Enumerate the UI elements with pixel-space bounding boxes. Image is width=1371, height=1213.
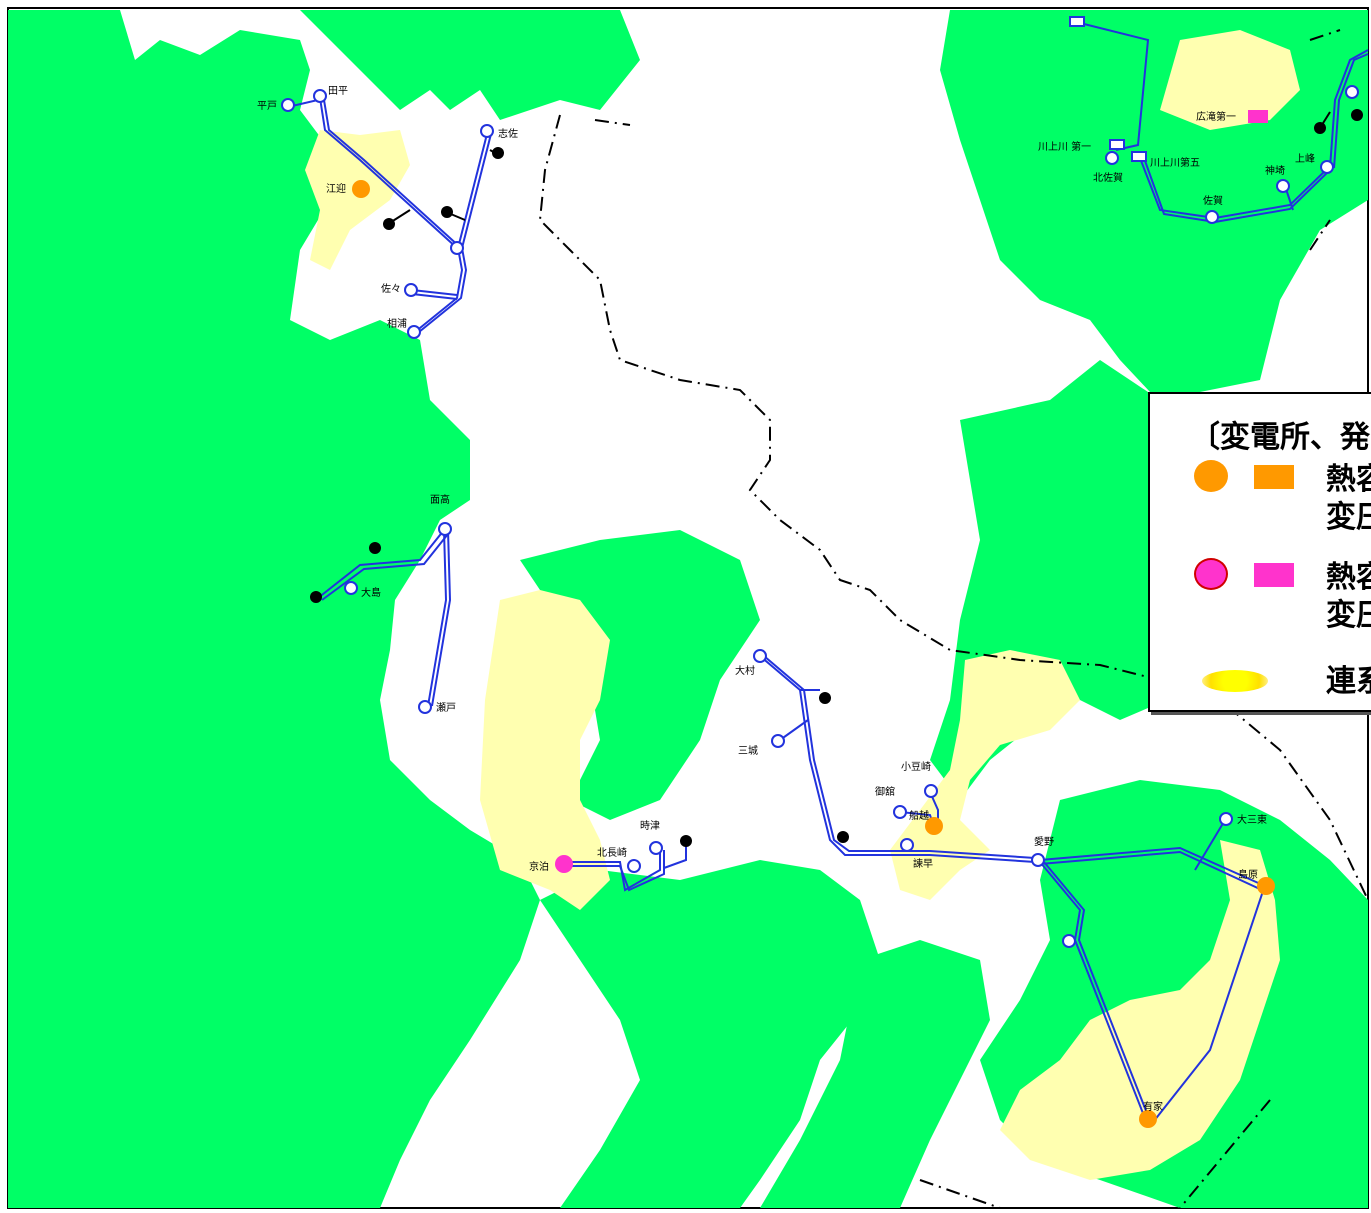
- substation-emukae: [352, 180, 370, 198]
- label-shozuzaki: 小豆崎: [901, 760, 931, 773]
- substations: [281, 16, 1359, 948]
- legend-row2-line1: 熱容量: [1326, 560, 1371, 595]
- label-kitanagasaki: 北長崎: [597, 846, 627, 859]
- substation-aino: [1031, 853, 1045, 867]
- substation-tabira: [313, 89, 327, 103]
- substation-seto: [418, 700, 432, 714]
- orange-square-icon: [1254, 465, 1294, 489]
- substation-kitanagasaki: [627, 859, 641, 873]
- label-shimabara: 島原: [1238, 868, 1258, 881]
- label-kitasaga: 北佐賀: [1093, 172, 1123, 184]
- label-kyodomari: 京泊: [529, 860, 549, 873]
- substation-funakoshi: [925, 817, 943, 835]
- yellow-area-icon: [1202, 670, 1268, 692]
- label-omisaki: 大三東: [1237, 813, 1267, 826]
- label-omura: 大村: [735, 664, 755, 677]
- label-mitachi: 御舘: [875, 785, 895, 798]
- legend-row1-line2: 変圧器: [1326, 500, 1371, 535]
- label-sanjo: 三城: [738, 745, 758, 757]
- substation-sanjo: [771, 734, 785, 748]
- label-hirado: 平戸: [257, 100, 277, 112]
- substation-omura: [753, 649, 767, 663]
- substation-aino-south: [1062, 934, 1076, 948]
- label-togitsu: 時津: [640, 820, 660, 832]
- magenta-circle-icon: [1194, 558, 1228, 590]
- substation-shisa: [480, 124, 494, 138]
- label-ainoura: 相浦: [387, 317, 407, 330]
- label-aino: 愛野: [1034, 835, 1054, 848]
- substation-kanzaki: [1276, 179, 1290, 193]
- label-arie: 有家: [1143, 1100, 1163, 1113]
- substation-omisaki: [1219, 812, 1233, 826]
- magenta-square-icon: [1254, 563, 1294, 587]
- label-funakoshi: 船越: [909, 809, 929, 822]
- substation-kyodomari: [555, 855, 573, 873]
- label-saga: 佐賀: [1203, 195, 1223, 207]
- power-plants: [310, 109, 1363, 847]
- station-top: [1069, 16, 1085, 27]
- label-sasa: 佐々: [381, 283, 401, 295]
- substation-oshima: [344, 581, 358, 595]
- substation-shimabara: [1257, 877, 1275, 895]
- substation-togitsu: [649, 841, 663, 855]
- legend-row3: 連系線: [1326, 664, 1371, 699]
- highlight-areas: [305, 30, 1300, 1180]
- substation-isahaya: [900, 838, 914, 852]
- label-tabira: 田平: [328, 86, 348, 97]
- station-kawakami1: [1109, 139, 1125, 150]
- substation-mitachi: [893, 805, 907, 819]
- legend: 〔変電所、発電所 熱容量 変圧器 熱容量 変圧器 連系線: [1148, 392, 1371, 712]
- highlighted-substations: [352, 110, 1275, 1128]
- label-seto: 瀬戸: [436, 702, 456, 714]
- substation-arie: [1139, 1110, 1157, 1128]
- label-kanzaki: 神埼: [1265, 164, 1285, 177]
- substation-saga: [1205, 210, 1219, 224]
- substation-ne: [1345, 85, 1359, 99]
- label-menotaka: 面高: [430, 493, 450, 506]
- substation-kamimine: [1320, 160, 1334, 174]
- substation-menotaka: [438, 522, 452, 536]
- orange-circle-icon: [1194, 460, 1228, 492]
- substation-sasa: [404, 283, 418, 297]
- label-kamimine: 上峰: [1295, 153, 1315, 165]
- legend-row2-line2: 変圧器: [1326, 598, 1371, 633]
- substation-kitasaga: [1105, 151, 1119, 165]
- legend-row1-line1: 熱容量: [1326, 462, 1371, 497]
- substation-junction: [450, 241, 464, 255]
- substation-shozuzaki: [924, 784, 938, 798]
- label-kawakami5: 川上川第五: [1150, 156, 1200, 169]
- legend-title: 〔変電所、発電所: [1190, 420, 1371, 455]
- station-kawakami5: [1131, 151, 1147, 162]
- place-labels: 平戸 田平 志佐 江迎 佐々 相浦 面高 大島 瀬戸 大村 三城 小豆崎 御舘 …: [257, 86, 1315, 1113]
- label-oshima: 大島: [361, 586, 381, 599]
- label-kawakami1: 川上川 第一: [1038, 140, 1091, 153]
- substation-ainoura: [407, 325, 421, 339]
- label-hirotaki: 広滝第一: [1196, 110, 1236, 123]
- station-hirotaki: [1248, 110, 1268, 123]
- substation-hirado: [281, 98, 295, 112]
- label-emukae: 江迎: [326, 183, 346, 195]
- label-shisa: 志佐: [498, 127, 518, 140]
- label-isahaya: 諫早: [913, 857, 933, 870]
